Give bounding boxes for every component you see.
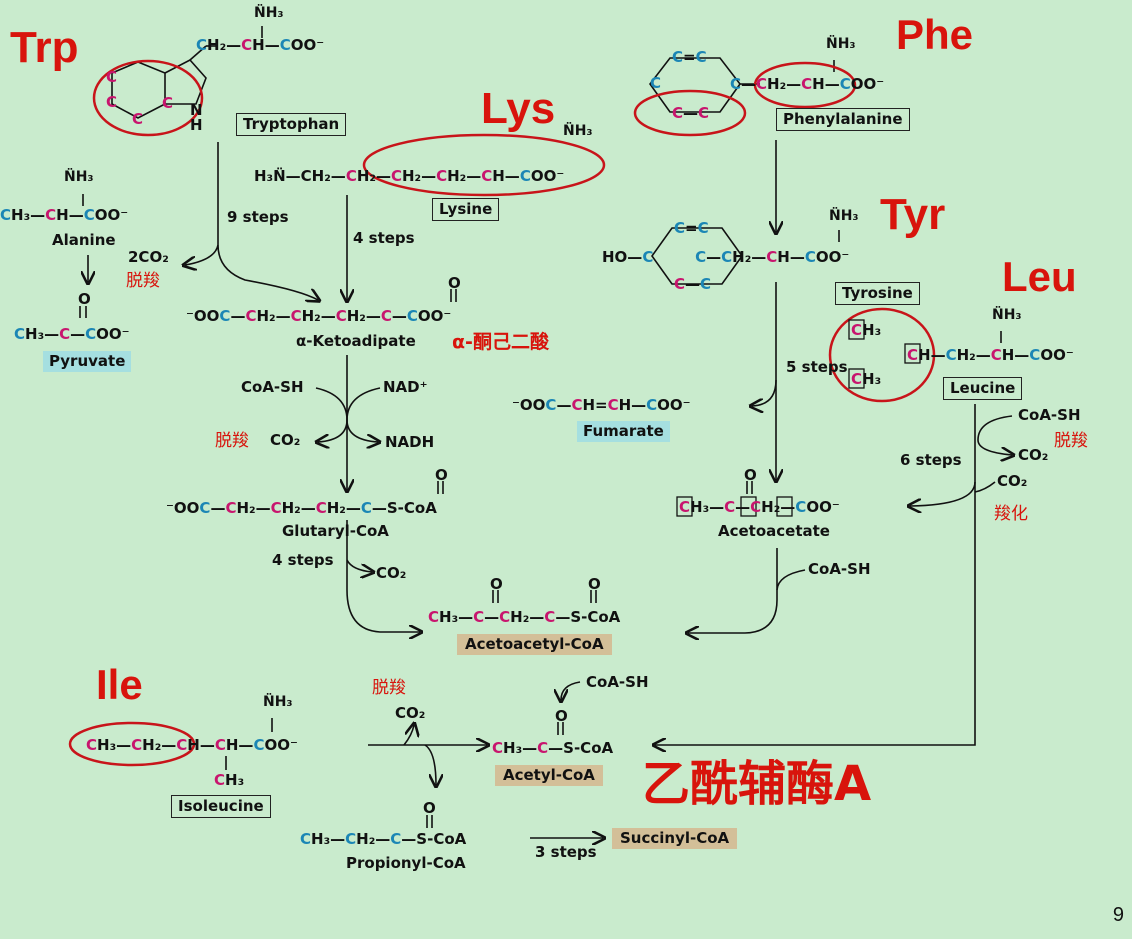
acetoacetate-o: O — [744, 466, 757, 484]
label-ile: Ile — [96, 661, 143, 708]
label-trp: Trp — [10, 23, 79, 72]
nad: NAD⁺ — [383, 378, 428, 396]
steps-four-a: 4 steps — [353, 229, 415, 247]
leu-nh3: N̈H₃ — [992, 307, 1022, 323]
glutaryl-coa-name: Glutaryl-CoA — [282, 522, 389, 540]
phe-sidechain: C—CH₂—CH—COO⁻ — [730, 75, 885, 93]
acetyl-structure: CH₃—C—S-CoA — [492, 739, 614, 757]
fumarate-label: Fumarate — [577, 421, 670, 442]
trp-ring-c3: C — [132, 110, 144, 128]
trp-ring-c4: C — [162, 94, 174, 112]
trp-sidechain: CH₂—CH—COO⁻ — [196, 36, 325, 54]
leu-sidechain: CH—CH₂—CH—COO⁻ — [907, 346, 1074, 364]
ile-structure: CH₃—CH₂—CH—CH—COO⁻ — [86, 736, 298, 754]
coash-3: CoA-SH — [808, 560, 871, 578]
label-tyr: Tyr — [880, 190, 946, 239]
propionyl-coa-name: Propionyl-CoA — [346, 854, 466, 872]
ile-nh3: N̈H₃ — [263, 694, 293, 710]
label-phe: Phe — [896, 11, 974, 58]
steps-five: 5 steps — [786, 358, 848, 376]
cn-keto-adipate: α-酮己二酸 — [452, 331, 549, 353]
pyruvate-structure: CH₃—C—COO⁻ — [14, 325, 130, 343]
acetoacetate-structure: CH₃—C—CH₂—COO⁻ — [679, 498, 840, 516]
succinyl-coa-label: Succinyl-CoA — [612, 828, 738, 849]
cn-decarbox-3: 脱羧 — [1054, 431, 1088, 451]
alanine-name: Alanine — [52, 231, 116, 249]
leucine-label: Leucine — [943, 377, 1023, 400]
steps-three: 3 steps — [535, 843, 597, 861]
propionyl-o: O — [423, 799, 436, 817]
alanine-structure: CH₃—CH—COO⁻ — [0, 206, 129, 224]
acetoacetyl-structure: CH₃—C—CH₂—C—S-CoA — [428, 608, 621, 626]
trp-ring-c2: C — [106, 93, 118, 111]
lysine-label: Lysine — [432, 198, 500, 221]
trp-nh3: N̈H₃ — [254, 5, 284, 21]
acetyl-o: O — [555, 707, 568, 725]
cn-decarbox-2: 脱羧 — [215, 431, 249, 451]
two-co2: 2CO₂ — [128, 248, 169, 266]
glutaryl-o: O — [435, 466, 448, 484]
label-leu: Leu — [1002, 253, 1077, 300]
coash-2: CoA-SH — [1018, 406, 1081, 424]
cn-decarbox-1: 脱羧 — [126, 271, 160, 291]
steps-nine: 9 steps — [227, 208, 289, 226]
page-number: 9 — [1112, 904, 1124, 926]
acetoacetate-name: Acetoacetate — [718, 522, 830, 540]
acetyl-coa-label: Acetyl-CoA — [495, 765, 603, 786]
propionyl-structure: CH₃—CH₂—C—S-CoA — [300, 830, 467, 848]
leu-ch3-top: CH₃ — [851, 321, 882, 339]
coash-1: CoA-SH — [241, 378, 304, 396]
phe-nh3: N̈H₃ — [826, 36, 856, 52]
phenylalanine-label: Phenylalanine — [776, 108, 910, 131]
lys-nh3: N̈H₃ — [563, 123, 593, 139]
coash-4: CoA-SH — [586, 673, 649, 691]
alpha-ketoadipate-name: α-Ketoadipate — [296, 332, 416, 350]
co2-3: CO₂ — [1018, 446, 1049, 464]
acetoacetyl-o2: O — [588, 575, 601, 593]
tyr-nh3: N̈H₃ — [829, 208, 859, 224]
cn-decarbox-4: 脱羧 — [372, 678, 406, 698]
pyruvate-label: Pyruvate — [43, 351, 132, 372]
ala-nh3: N̈H₃ — [64, 169, 94, 185]
leu-ch3-bottom: CH₃ — [851, 370, 882, 388]
tyr-structure: HO—C C—CH₂—CH—COO⁻ — [602, 248, 850, 266]
isoleucine-label: Isoleucine — [171, 795, 271, 818]
co2-4: CO₂ — [997, 472, 1028, 490]
acetoacetyl-o1: O — [490, 575, 503, 593]
fumarate-structure: ⁻OOC—CH=CH—COO⁻ — [512, 396, 691, 414]
tryptophan-label: Tryptophan — [236, 113, 347, 136]
acetoacetyl-coa-label: Acetoacetyl-CoA — [457, 634, 612, 655]
tyr-ring-bottom: C—C — [674, 275, 712, 293]
ile-ch3: CH₃ — [214, 771, 245, 789]
steps-four-b: 4 steps — [272, 551, 334, 569]
ketoadipate-structure: ⁻OOC—CH₂—CH₂—CH₂—C—COO⁻ — [186, 307, 452, 325]
steps-six: 6 steps — [900, 451, 962, 469]
cn-acetyl-coa: 乙酰辅酶A — [642, 756, 872, 812]
nadh: NADH — [385, 433, 435, 451]
glutaryl-structure: ⁻OOC—CH₂—CH₂—CH₂—C—S-CoA — [166, 499, 437, 517]
tyr-ring-top: C=C — [674, 219, 709, 237]
ketoadipate-o: O — [448, 274, 461, 292]
phe-ring-top: C=C — [672, 48, 707, 66]
co2-1: CO₂ — [270, 431, 301, 449]
co2-2: CO₂ — [376, 564, 407, 582]
phe-ring-left: C — [650, 74, 662, 92]
trp-ring-c1: C — [106, 68, 118, 86]
tyrosine-label: Tyrosine — [835, 282, 920, 305]
co2-5: CO₂ — [395, 704, 426, 722]
lysine-structure: H₃N̈—CH₂—CH₂—CH₂—CH₂—CH—COO⁻ — [254, 167, 565, 185]
label-lys: Lys — [481, 84, 556, 133]
phe-ring-bottom: C—C — [672, 104, 710, 122]
cn-carbox: 羧化 — [994, 504, 1028, 524]
pyruvate-o: O — [78, 290, 91, 308]
